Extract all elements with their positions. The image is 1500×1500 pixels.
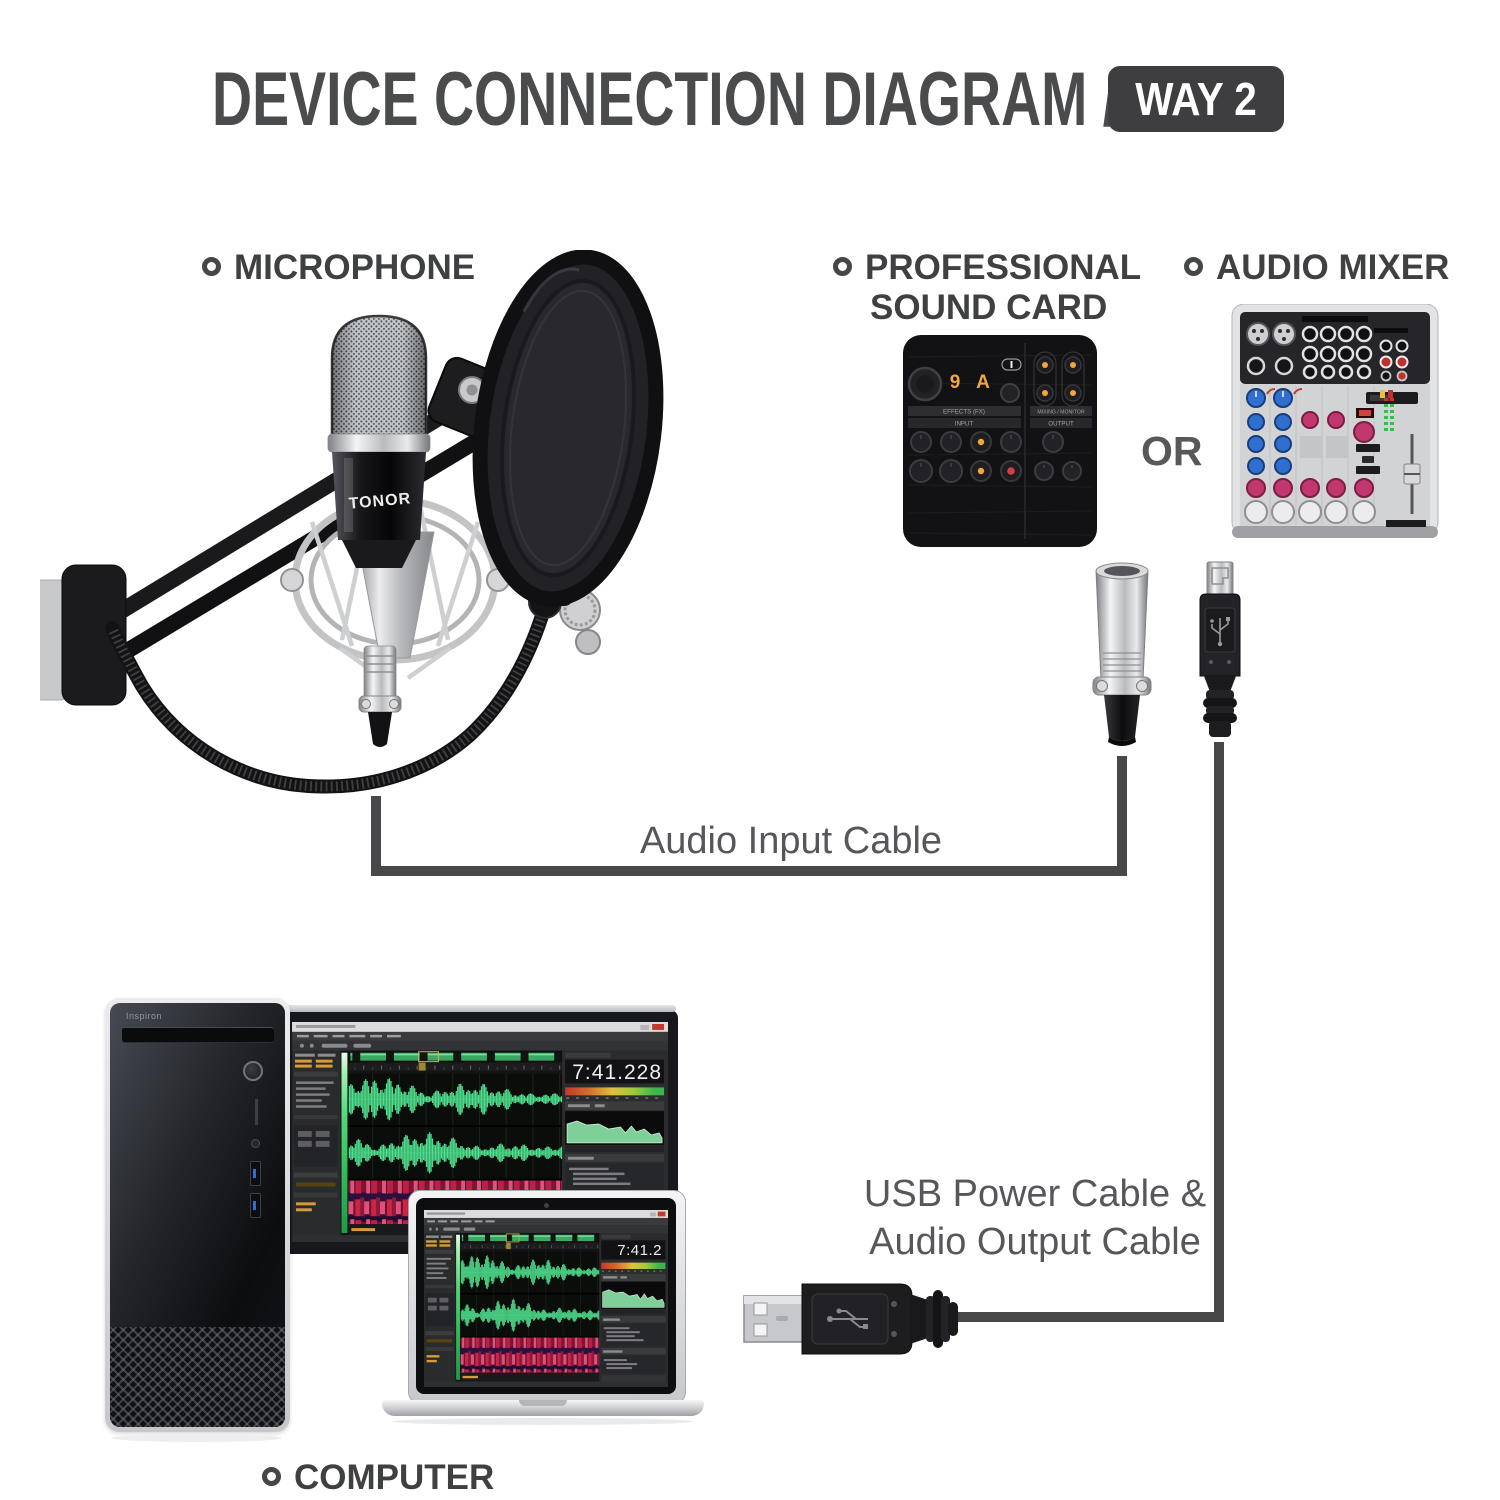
sound-card-display-digit: 9	[950, 372, 961, 393]
bullet-ring-icon	[202, 257, 221, 276]
tower-grille	[110, 1327, 285, 1427]
sound-card-output-label: OUTPUT	[1048, 421, 1074, 428]
laptop-base	[382, 1400, 704, 1416]
laptop-timecode: 7:41.2	[617, 1242, 662, 1259]
audio-input-cable-line-horizontal	[371, 866, 1127, 876]
monitor-top-edge	[284, 1005, 676, 1012]
laptop-shadow	[392, 1418, 694, 1425]
bullet-ring-icon	[1184, 257, 1203, 276]
sound-card-effects-label: EFFECTS (FX)	[943, 409, 985, 416]
tower-brand: Inspiron	[126, 1011, 163, 1021]
audio-input-cable-line-right	[1117, 756, 1127, 876]
mic-brand-logo: TONOR	[348, 490, 412, 512]
usb-port	[250, 1193, 261, 1218]
usb-a-connector	[743, 1283, 958, 1355]
tower-front-panel: Inspiron	[110, 1003, 285, 1427]
or-text: OR	[1141, 428, 1203, 474]
computer-label: COMPUTER	[262, 1458, 494, 1498]
headphone-jack	[251, 1139, 260, 1148]
webcam-icon	[544, 1203, 549, 1208]
way-2-badge: WAY 2	[1108, 66, 1284, 132]
bullet-ring-icon	[833, 257, 852, 276]
dvd-drive-slot	[122, 1027, 274, 1043]
sound-card-mixing-label: MIXING / MONITOR	[1037, 410, 1084, 416]
usb-cable-line-horizontal	[952, 1312, 1224, 1322]
desktop-tower: Inspiron	[105, 998, 290, 1432]
power-button-icon	[243, 1061, 263, 1081]
usb-cable-line-vertical	[1214, 742, 1224, 1322]
microphone-label: MICROPHONE	[202, 248, 475, 288]
audio-input-cable-label: Audio Input Cable	[639, 820, 943, 862]
sd-card-slot	[255, 1099, 258, 1125]
sound-card-label: PROFESSIONAL SOUND CARD	[833, 248, 1141, 328]
sound-card-input-label: INPUT	[955, 421, 974, 428]
page-title: DEVICE CONNECTION DIAGRAM /	[212, 57, 1119, 142]
usb-port	[250, 1161, 261, 1186]
usb-b-connector	[1199, 561, 1241, 737]
sound-card-display-digit: A	[976, 372, 990, 393]
laptop-screen	[424, 1210, 668, 1387]
sound-card-device: 9 A EFFECTS (FX) MIXING / MONITOR INPUT …	[903, 335, 1097, 547]
audio-input-cable-line-left	[371, 796, 381, 876]
laptop-notch	[519, 1400, 567, 1406]
tower-shadow	[112, 1434, 282, 1442]
audio-mixer-label: AUDIO MIXER	[1184, 248, 1449, 288]
monitor-timecode: 7:41.228	[572, 1061, 662, 1084]
xlr-connector	[1092, 562, 1152, 746]
bullet-ring-icon	[262, 1467, 281, 1486]
usb-cable-label: USB Power Cable & Audio Output Cable	[863, 1173, 1207, 1263]
audio-mixer-device	[1231, 304, 1439, 538]
microphone-assembly: TONOR	[40, 250, 664, 794]
